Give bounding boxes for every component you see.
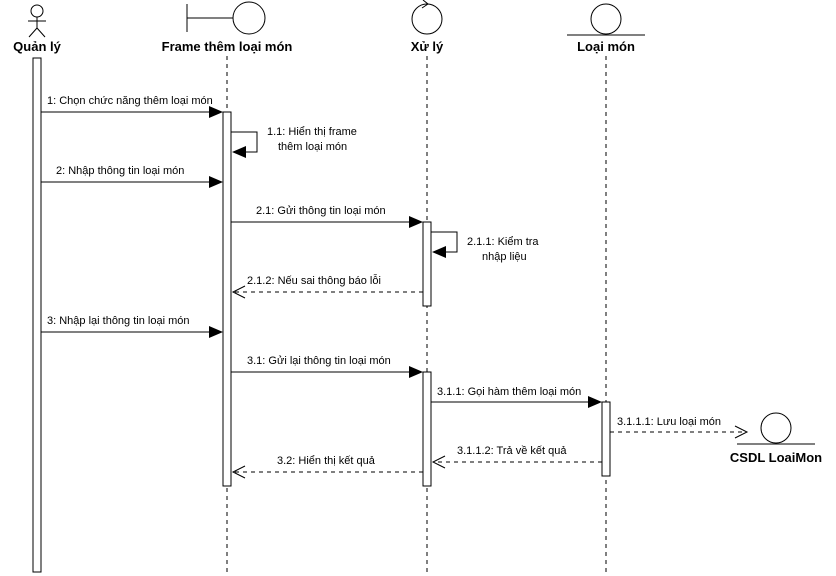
message-2-1-2 <box>231 285 423 299</box>
message-2 <box>41 176 223 188</box>
message-3-1-1-label: 3.1.1: Gọi hàm thêm loại món <box>437 386 581 398</box>
activation-bar-manager <box>32 57 42 573</box>
message-3-2-label: 3.2: Hiển thị kết quả <box>277 455 376 467</box>
entity-icon <box>567 3 645 36</box>
message-1-1-label-line1: 1.1: Hiển thị frame <box>267 126 357 138</box>
message-2-1-1-label-line1: 2.1.1: Kiểm tra <box>467 236 539 248</box>
message-3-1-1 <box>431 396 602 408</box>
database-icon <box>737 412 815 445</box>
message-2-1-label: 2.1: Gửi thông tin loại món <box>256 205 386 217</box>
activation-bar-handler-2 <box>422 371 432 487</box>
participant-label-entity: Loại món <box>577 39 635 54</box>
message-3-1 <box>231 366 423 378</box>
message-3-1-label: 3.1: Gửi lại thông tin loại món <box>247 355 391 367</box>
message-3 <box>41 326 223 338</box>
boundary-icon <box>186 1 266 35</box>
message-2-1-2-label: 2.1.2: Nếu sai thông báo lỗi <box>247 274 381 287</box>
participant-label-manager: Quản lý <box>13 39 61 54</box>
participant-label-database: CSDL LoaiMon <box>730 450 822 465</box>
activation-bar-frame <box>222 111 232 487</box>
message-3-label: 3: Nhập lại thông tin loại món <box>47 315 189 327</box>
message-3-1-1-1-label: 3.1.1.1: Lưu loại món <box>617 416 721 428</box>
actor-icon <box>28 4 46 38</box>
message-3-1-1-1 <box>610 425 749 439</box>
participant-label-handler: Xử lý <box>411 39 444 54</box>
control-icon <box>411 0 443 35</box>
message-2-1-1-label-line2: nhập liệu <box>482 251 527 263</box>
message-3-1-1-2-label: 3.1.1.2: Trả về kết quả <box>457 445 567 457</box>
message-1-1-label-line2: thêm loại món <box>278 141 347 153</box>
activation-bar-handler-1 <box>422 221 432 307</box>
message-2-1-1 <box>431 231 458 258</box>
message-1-1 <box>231 131 258 158</box>
message-2-label: 2: Nhập thông tin loại món <box>56 165 184 177</box>
message-1-label: 1: Chọn chức năng thêm loại món <box>47 95 213 107</box>
activation-bar-entity <box>601 401 611 477</box>
message-1 <box>41 106 223 118</box>
participant-label-frame: Frame thêm loại món <box>162 39 293 54</box>
message-3-2 <box>231 465 423 479</box>
message-2-1 <box>231 216 423 228</box>
message-3-1-1-2 <box>431 455 602 469</box>
